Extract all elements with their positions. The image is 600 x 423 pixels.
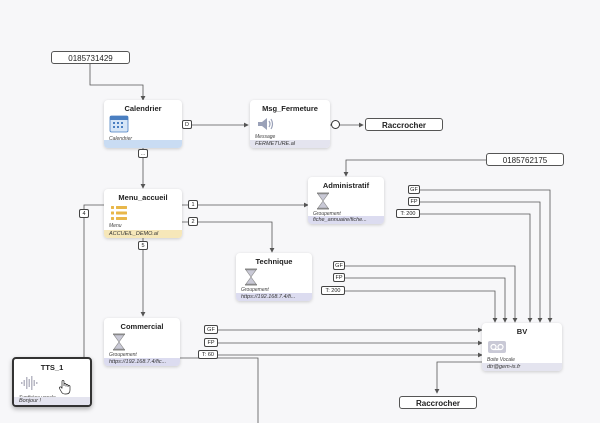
node-commercial[interactable]: Commercial Groupement https://192.168.7.…: [104, 318, 180, 366]
tag-fp[interactable]: FP: [204, 338, 218, 347]
tag-gf[interactable]: GF: [204, 325, 218, 334]
speaker-icon: [258, 118, 274, 130]
node-type: Boite Vocale: [487, 357, 515, 363]
node-title: TTS_1: [40, 363, 64, 372]
hourglass-icon: [317, 192, 329, 210]
menu-option-4[interactable]: 4: [79, 209, 89, 218]
node-type: Groupement: [313, 211, 341, 217]
node-raccrocher-bottom[interactable]: Raccrocher: [399, 396, 477, 409]
edge-label-d[interactable]: D: [182, 120, 192, 129]
tag-gf[interactable]: GF: [408, 185, 420, 194]
node-technique[interactable]: Technique Groupement https://192.168.7.4…: [236, 253, 312, 301]
node-footer: Bonjour !: [14, 397, 90, 405]
hourglass-icon: [245, 268, 257, 286]
node-title: Technique: [255, 257, 293, 266]
node-type: Calendrier: [109, 136, 133, 142]
phone-number-entry-top[interactable]: 0185731429: [51, 51, 130, 64]
edge-label-more[interactable]: ...: [138, 149, 148, 158]
node-calendrier[interactable]: Calendrier Calendrier: [104, 100, 182, 148]
node-title: BV: [516, 327, 528, 336]
output-port[interactable]: [331, 120, 340, 129]
menu-option-1[interactable]: 1: [188, 200, 198, 209]
node-msg-fermeture[interactable]: Msg_Fermeture Message FERMETURE.al: [250, 100, 330, 148]
tag-timeout[interactable]: T: 60: [198, 350, 218, 359]
node-type: Menu: [109, 223, 122, 229]
node-raccrocher-top[interactable]: Raccrocher: [365, 118, 443, 131]
node-administratif[interactable]: Administratif Groupement fiche_annuaire/…: [308, 177, 384, 224]
node-type: Groupement: [109, 352, 137, 358]
calendar-icon: [109, 115, 129, 133]
node-menu-accueil[interactable]: Menu_accueil Menu ACCUEIL_DEMO.al: [104, 189, 182, 238]
tag-fp[interactable]: FP: [333, 273, 345, 282]
node-footer: ACCUEIL_DEMO.al: [104, 230, 182, 238]
node-tts-1[interactable]: TTS_1 Synthèse vocale Bonjour !: [12, 357, 92, 407]
tag-gf[interactable]: GF: [333, 261, 345, 270]
voicemail-icon: [488, 341, 506, 353]
node-title: Calendrier: [124, 104, 162, 113]
node-bv[interactable]: BV Boite Vocale dtr@gem-is.fr: [482, 323, 562, 371]
hourglass-icon: [113, 333, 125, 351]
sound-wave-icon: [21, 376, 38, 390]
menu-list-icon: [111, 206, 127, 220]
node-footer: https://192.168.7.4/fic...: [104, 358, 180, 366]
tag-fp[interactable]: FP: [408, 197, 420, 206]
node-footer: [104, 140, 182, 148]
tag-timeout[interactable]: T: 200: [396, 209, 420, 218]
node-footer: https://192.168.7.4/fi...: [236, 293, 312, 301]
hand-cursor-icon: [58, 380, 71, 395]
menu-option-2[interactable]: 2: [188, 217, 198, 226]
node-title: Msg_Fermeture: [262, 104, 318, 113]
node-footer: FERMETURE.al: [250, 140, 330, 148]
node-type: Groupement: [241, 287, 269, 293]
tag-timeout[interactable]: T: 200: [321, 286, 345, 295]
phone-number-entry-right[interactable]: 0185762175: [486, 153, 564, 166]
node-title: Administratif: [322, 181, 370, 190]
node-title: Menu_accueil: [118, 193, 168, 202]
menu-option-5[interactable]: 5: [138, 241, 148, 250]
node-footer: fiche_annuaire/fiche...: [308, 216, 384, 224]
node-footer: dtr@gem-is.fr: [482, 363, 562, 371]
node-title: Commercial: [120, 322, 164, 331]
node-type: Message: [255, 134, 276, 140]
